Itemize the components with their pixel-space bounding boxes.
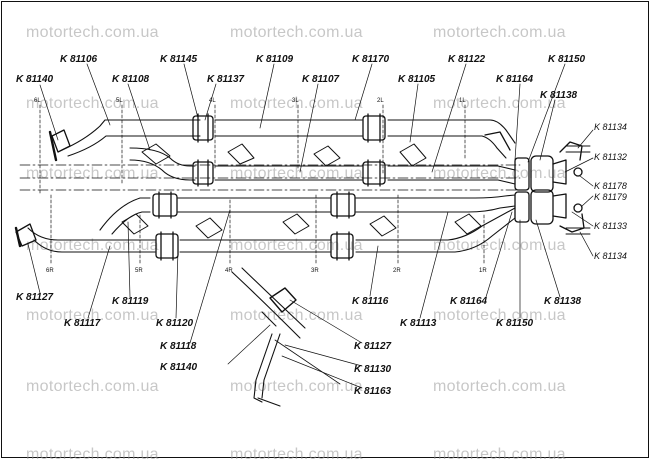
second-pipe-row [129,147,516,185]
part-label-k81109: K 81109 [256,54,294,65]
part-label-k81113: K 81113 [400,318,437,329]
part-label-k81118: K 81118 [160,341,197,352]
watermark: motortech.com.ua [26,237,159,254]
part-label-k81138-lower: K 81138 [544,296,582,307]
part-label-k81116: K 81116 [352,296,389,307]
collector-unit [484,131,591,235]
part-label-k81127: K 81127 [16,292,54,303]
upper-pipe-row [61,119,516,159]
watermark: motortech.com.ua [26,95,159,112]
part-label-k81140-detail: K 81140 [160,362,198,373]
part-label-k81164-lower: K 81164 [450,296,488,307]
watermark: motortech.com.ua [230,307,363,324]
part-label-k81130: K 81130 [354,364,392,375]
part-label-k81150: K 81150 [548,54,586,65]
part-label-k81163: K 81163 [354,386,392,397]
bay-tag-1r: 1R [479,268,487,274]
bay-tag-1l: 1L [459,98,466,104]
clamps [152,113,386,261]
watermark: motortech.com.ua [433,95,566,112]
lower-pipe-row [27,207,516,253]
bay-tag-5l: 5L [116,98,123,104]
bay-tag-6l: 6L [34,98,41,104]
part-label-k81106: K 81106 [60,54,98,65]
watermark: motortech.com.ua [433,24,566,41]
bay-tag-3r: 3R [311,268,319,274]
part-label-k81137: K 81137 [207,74,245,85]
part-label-k81178: K 81178 [594,181,627,191]
bay-markers [39,104,485,266]
part-label-k81119: K 81119 [112,296,149,307]
bay-tag-3l: 3L [292,98,299,104]
watermark: motortech.com.ua [230,237,363,254]
left-flanges [14,129,71,248]
bay-tag-6r: 6R [46,268,54,274]
watermark: motortech.com.ua [230,24,363,41]
detail-inset [231,267,341,407]
part-label-k81133: K 81133 [594,221,627,231]
watermark: motortech.com.ua [433,378,566,395]
bay-tag-4l: 4L [209,98,216,104]
bay-tag-4r: 4R [225,268,233,274]
part-label-k81150-lower: K 81150 [496,318,534,329]
part-label-k81134: K 81134 [594,122,627,132]
part-label-k81122: K 81122 [448,54,486,65]
heat-shields [121,143,482,239]
watermark: motortech.com.ua [433,307,566,324]
part-label-k81170: K 81170 [352,54,390,65]
part-label-k81164: K 81164 [496,74,534,85]
part-label-k81105: K 81105 [398,74,436,85]
watermark: motortech.com.ua [26,446,159,459]
part-label-k81145: K 81145 [160,54,198,65]
watermark: motortech.com.ua [26,24,159,41]
leader-lines [27,63,594,389]
part-label-k81107: K 81107 [302,74,340,85]
part-label-k81132: K 81132 [594,152,627,162]
watermark: motortech.com.ua [26,378,159,395]
center-lines [19,164,521,191]
part-label-k81138: K 81138 [540,90,578,101]
watermark: motortech.com.ua [230,95,363,112]
part-label-k81140: K 81140 [16,74,54,85]
watermark: motortech.com.ua [26,307,159,324]
part-label-k81179: K 81179 [594,192,627,202]
bay-tag-5r: 5R [135,268,143,274]
part-label-k81134: K 81134 [594,251,627,261]
watermark: motortech.com.ua [433,446,566,459]
third-pipe-row [99,194,516,235]
part-label-k81117: K 81117 [64,318,101,329]
part-label-k81120: K 81120 [156,318,194,329]
bay-tag-2l: 2L [377,98,384,104]
part-label-k81127-detail: K 81127 [354,341,392,352]
part-label-k81108: K 81108 [112,74,150,85]
bay-tag-2r: 2R [393,268,401,274]
watermark: motortech.com.ua [230,446,363,459]
